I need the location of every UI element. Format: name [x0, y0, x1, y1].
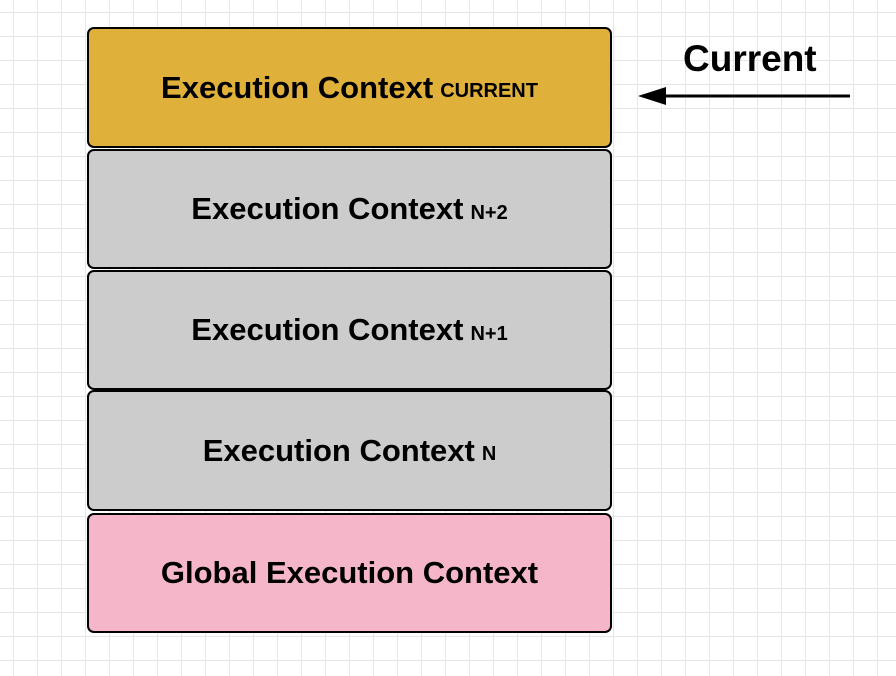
context-subscript: CURRENT	[440, 80, 538, 102]
arrow-left-icon	[638, 87, 850, 105]
context-subscript: N+2	[470, 201, 508, 224]
context-label: Execution Context	[161, 69, 434, 105]
context-box-n: Execution Context N	[87, 390, 612, 511]
context-label: Global Execution Context	[160, 555, 539, 590]
context-label: Execution Context	[191, 312, 464, 347]
context-box-n-plus-1: Execution Context N+1	[87, 270, 612, 390]
current-pointer-label: Current	[683, 38, 817, 79]
context-subscript: N	[481, 443, 497, 465]
context-label: Execution Context	[191, 191, 464, 226]
context-box-current: Execution Context CURRENT	[87, 27, 612, 148]
context-box-global: Global Execution Context	[87, 513, 612, 633]
context-box-n-plus-2: Execution Context N+2	[87, 149, 612, 269]
context-subscript: N+1	[470, 322, 508, 345]
context-label: Execution Context	[202, 432, 475, 468]
